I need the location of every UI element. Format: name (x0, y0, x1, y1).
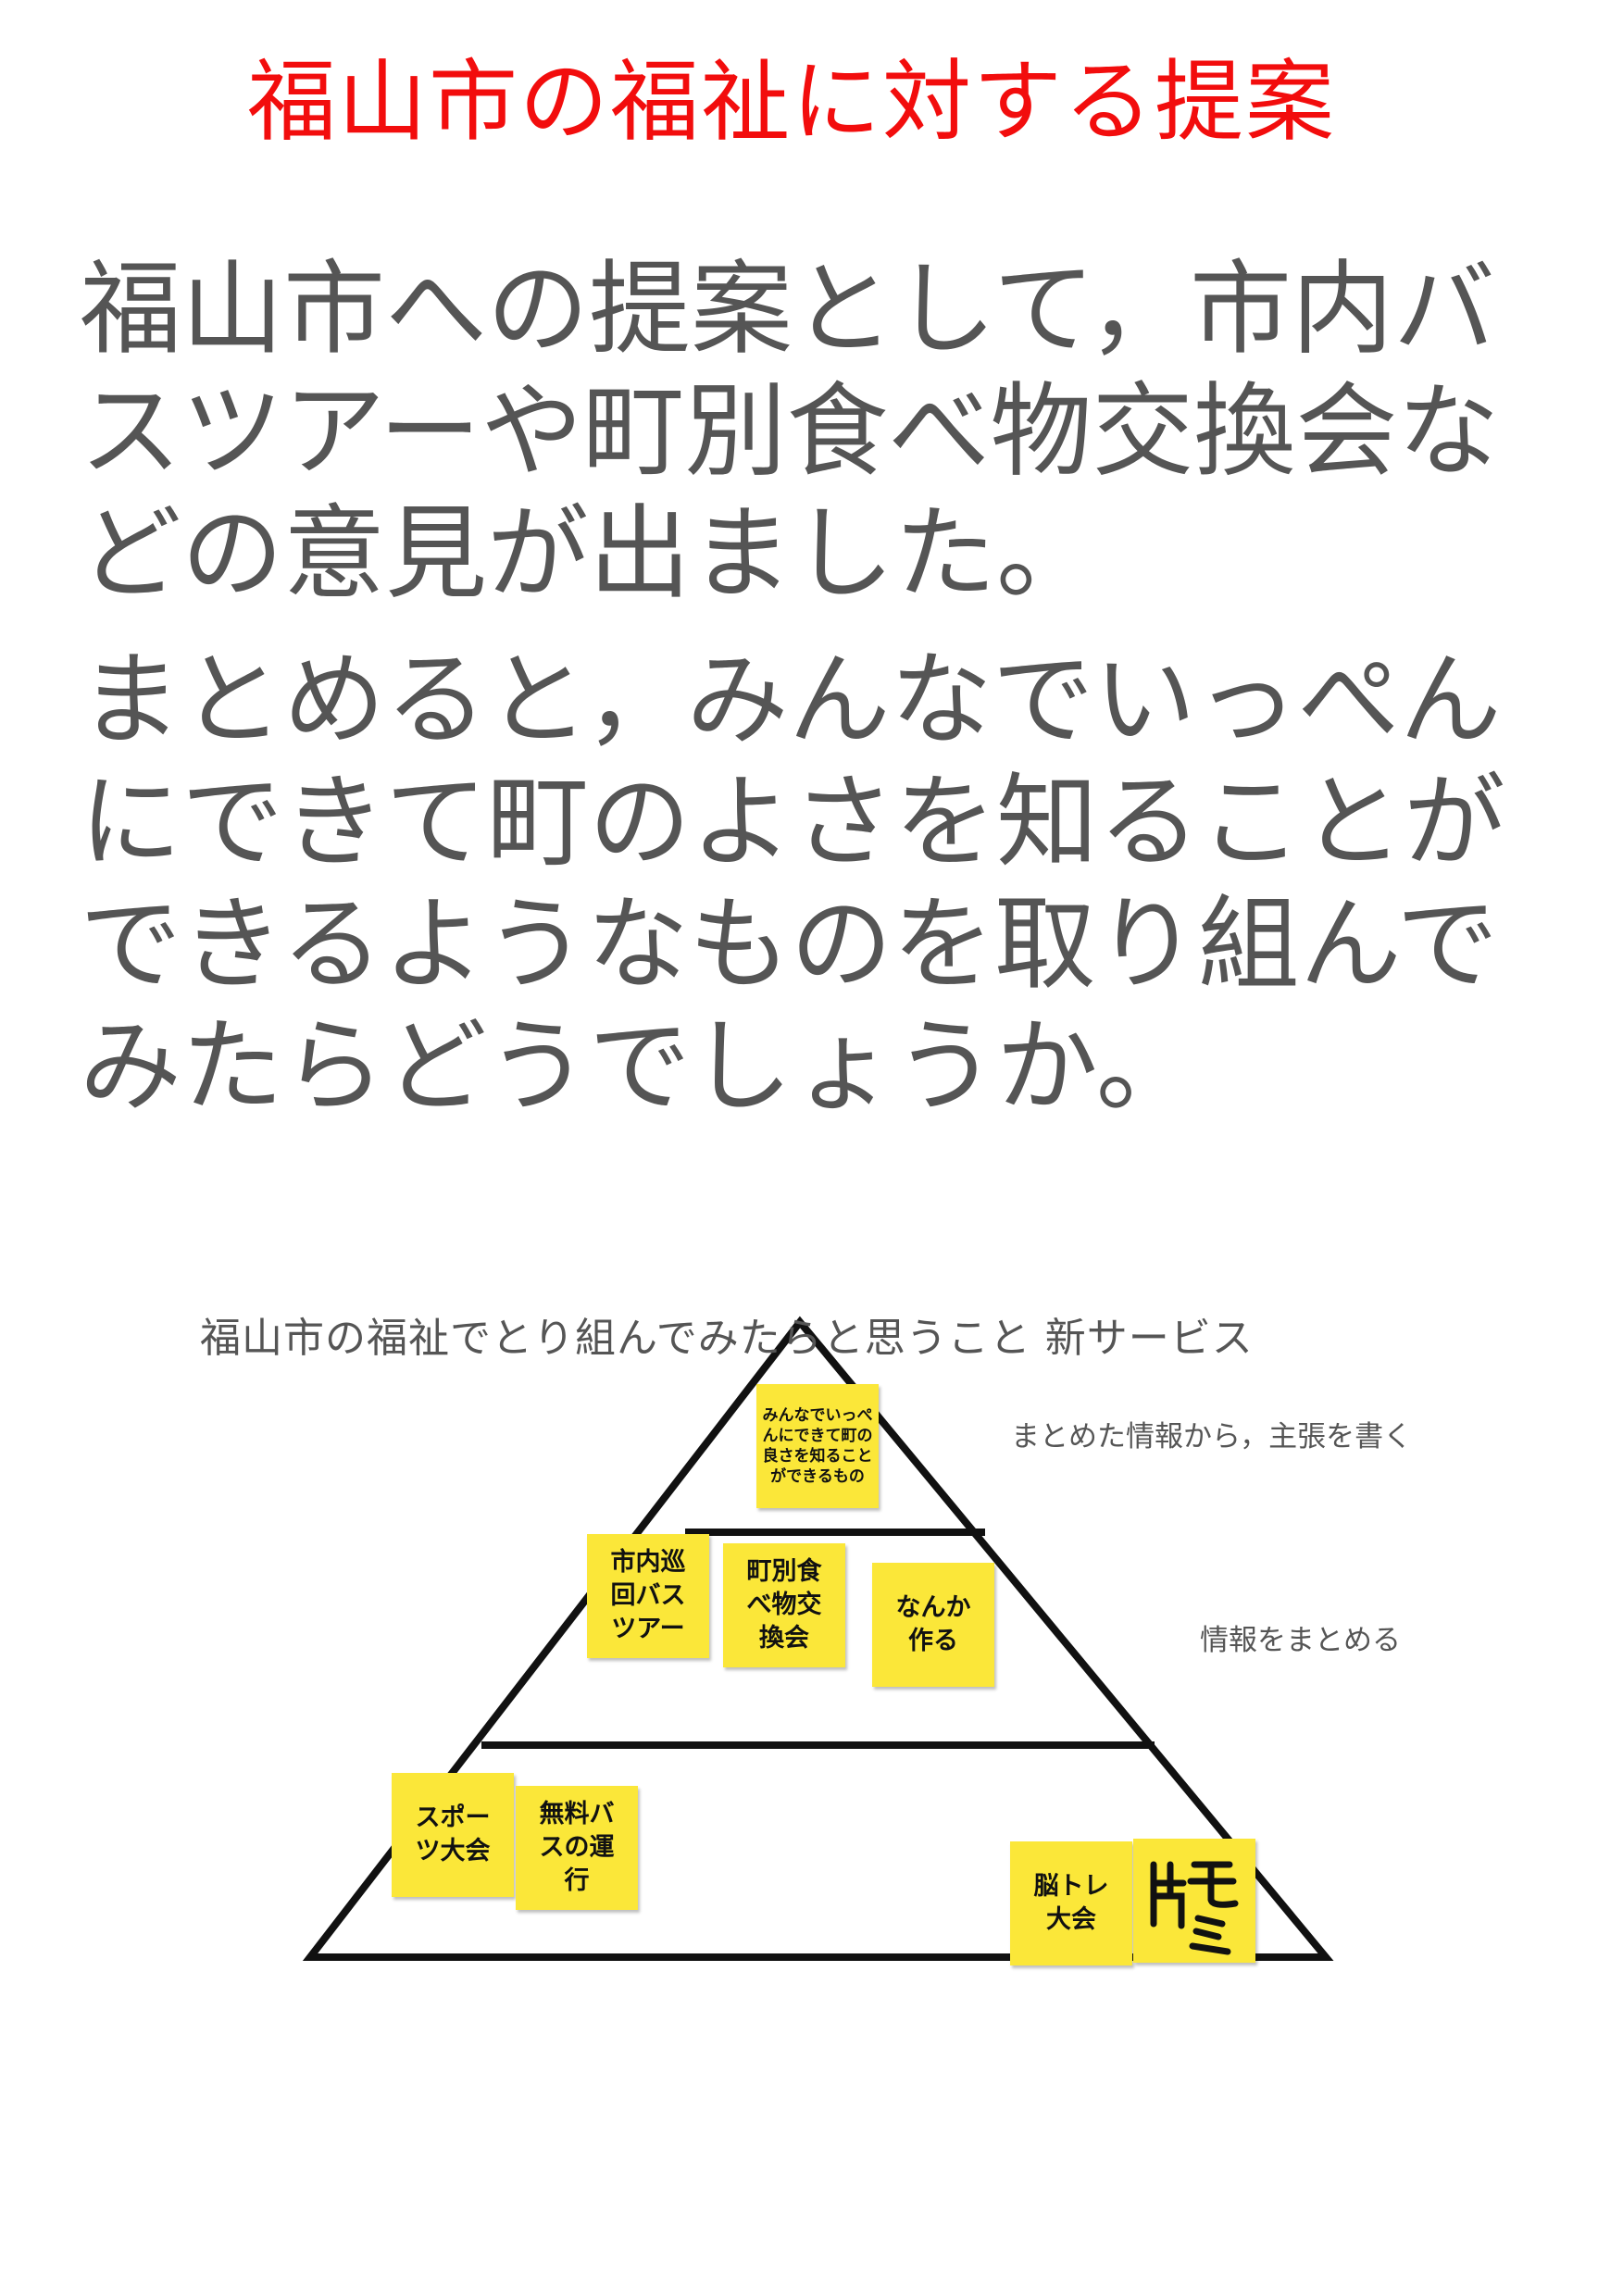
sticky-note-brain-training: 脳トレ 大会 (1010, 1841, 1132, 1965)
pyramid-outline (302, 1316, 1334, 1961)
handwritten-drawing (1150, 1861, 1239, 1955)
summary-paragraph: まとめると，みんなでいっぺんにできて町のよさを知ることができるようなものを取り組… (80, 641, 1505, 1126)
sticky-note-top: みんなでいっぺ んにできて町の 良さを知ること ができるもの (756, 1384, 879, 1508)
diagram-title: 福山市の福祉でとり組んでみたらと思うこと 新サービス (200, 1315, 1254, 1362)
proposal-paragraph: 福山市への提案として，市内バスツアーや町別食べ物交換会などの意見が出ました。 (80, 250, 1500, 613)
sticky-note-free-bus: 無料バ スの運 行 (516, 1786, 638, 1910)
page-title: 福山市の福祉に対する提案 (247, 50, 1336, 154)
sticky-note-handwritten (1133, 1839, 1255, 1963)
sticky-note-sports-event: スポー ツ大会 (392, 1773, 514, 1897)
tier-middle-note: 情報をまとめる (1200, 1624, 1401, 1657)
sticky-note-food-exchange: 町別食 べ物交 換会 (723, 1543, 845, 1667)
sticky-note-make-something: なんか 作る (872, 1563, 994, 1687)
sticky-note-bus-tour: 市内巡 回バス ツアー (587, 1534, 709, 1658)
tier-top-note: まとめた情報から，主張を書く (1011, 1420, 1413, 1454)
